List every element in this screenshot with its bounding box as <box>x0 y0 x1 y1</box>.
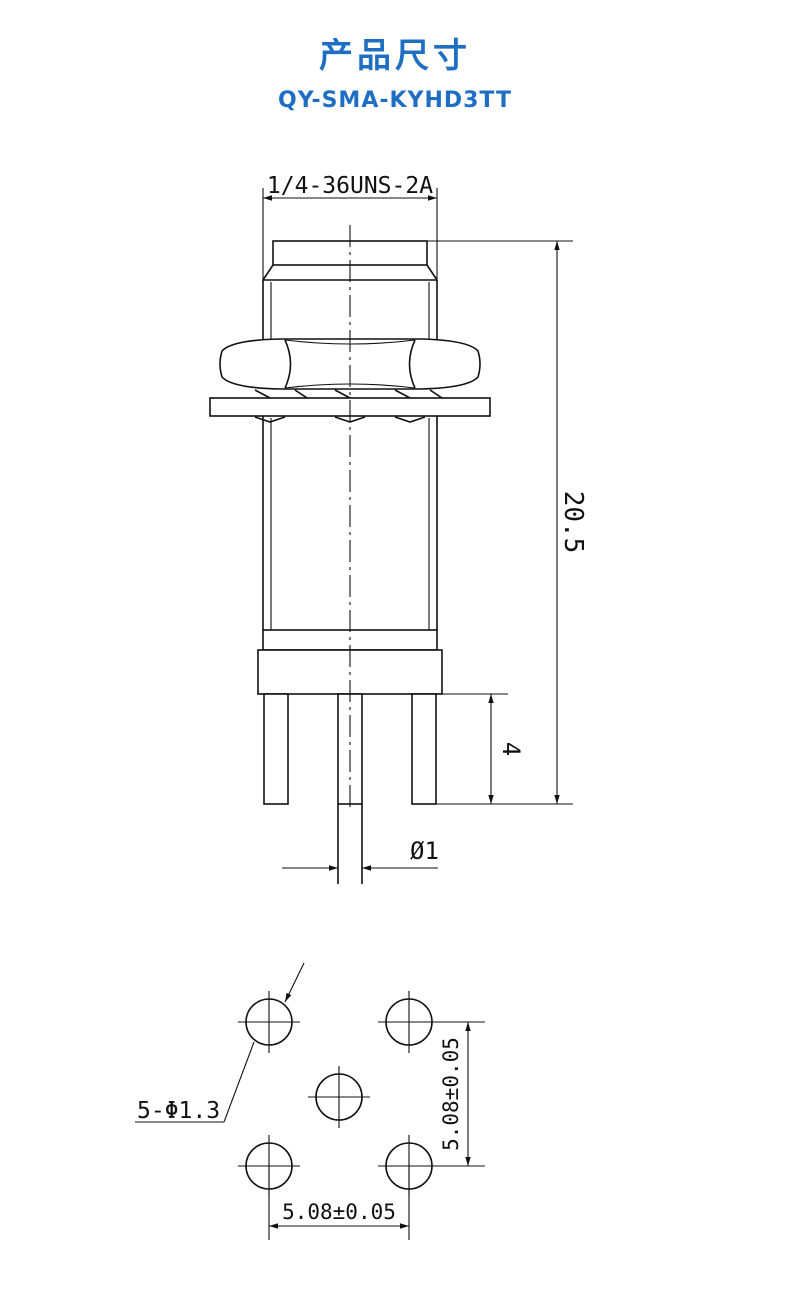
pin-diameter-label: Ø1 <box>410 837 439 865</box>
thread-section <box>262 240 438 340</box>
horizontal-pitch-dimension: 5.08±0.05 <box>268 1166 410 1240</box>
pin-length-label: 4 <box>497 742 525 756</box>
hole-top-left <box>238 991 300 1053</box>
length-dimension: 20.5 <box>427 240 588 805</box>
pins <box>263 693 437 884</box>
pcb-footprint: 5-Φ1.3 5.08±0.05 5.08±0.05 <box>135 962 485 1240</box>
hole-center <box>308 1066 370 1128</box>
pin-length-dimension: 4 <box>442 693 525 804</box>
lock-washer-lower <box>254 416 426 423</box>
hex-nut <box>219 338 481 390</box>
side-view: 1/4-36UNS-2A <box>209 173 588 884</box>
model-number: QY-SMA-KYHD3TT <box>278 88 512 113</box>
thread-dimension: 1/4-36UNS-2A <box>262 173 438 282</box>
pin-diameter-dimension: Ø1 <box>282 837 439 871</box>
vertical-pitch-label: 5.08±0.05 <box>439 1037 463 1151</box>
hole-callout: 5-Φ1.3 <box>135 962 305 1124</box>
thread-label: 1/4-36UNS-2A <box>267 173 433 199</box>
page-title: 产品尺寸 <box>319 36 471 76</box>
hole-spec-label: 5-Φ1.3 <box>137 1098 220 1124</box>
vertical-pitch-dimension: 5.08±0.05 <box>409 1021 485 1167</box>
horizontal-pitch-label: 5.08±0.05 <box>282 1200 396 1224</box>
length-label: 20.5 <box>558 491 588 554</box>
